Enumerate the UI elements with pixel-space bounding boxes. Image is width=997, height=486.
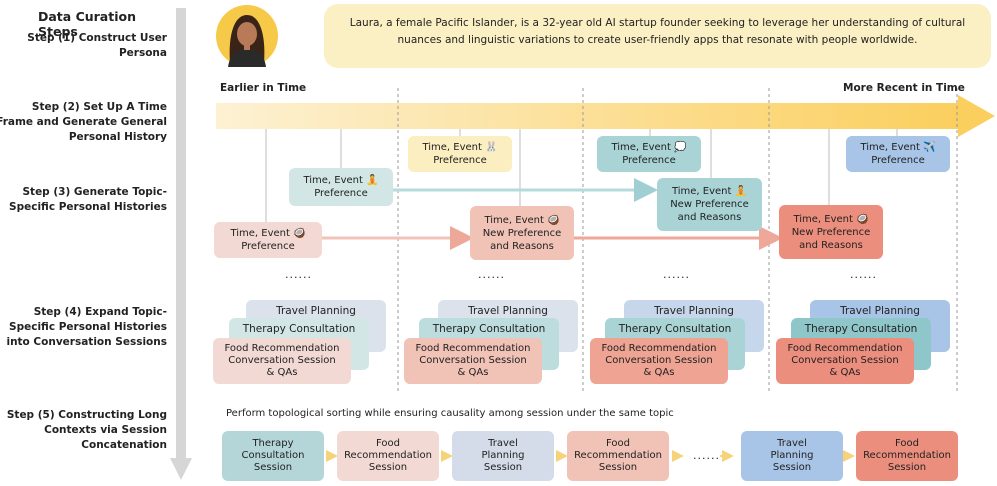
step-3-label: Step (3) Generate Topic-Specific Persona… — [9, 186, 167, 213]
timeline-arrow-head — [958, 95, 995, 137]
step-4-label: Step (4) Expand Topic-Specific Personal … — [6, 306, 167, 348]
airplane-icon: ✈️ — [923, 142, 936, 153]
timeline-right-label: More Recent in Time — [843, 82, 965, 94]
rabbit-icon: 🐰 — [485, 142, 498, 153]
persona-text: Laura, a female Pacific Islander, is a 3… — [349, 17, 966, 46]
event-box: Time, Event 💭Preference — [597, 136, 701, 172]
step-5-label: Step (5) Constructing Long Contexts via … — [6, 409, 167, 451]
step-arrow-head — [170, 458, 192, 480]
step-1-label: Step (1) Construct User Persona — [27, 32, 167, 59]
ellipsis: ...... — [693, 449, 720, 462]
timeline-left-label: Earlier in Time — [220, 82, 307, 94]
ellipsis: ...... — [850, 268, 877, 281]
meditation-icon: 🧘 — [366, 175, 379, 186]
persona-avatar — [216, 5, 278, 67]
event-connectors — [265, 129, 898, 222]
ellipsis: ...... — [478, 268, 505, 281]
sorting-note: Perform topological sorting while ensuri… — [226, 408, 674, 419]
step-2-label: Step (2) Set Up A Time Frame and Generat… — [0, 101, 167, 143]
coconut-icon: 🥥 — [856, 213, 869, 225]
coconut-icon: 🥥 — [547, 214, 560, 226]
thought-bubble-icon: 💭 — [674, 142, 687, 153]
event-box: Time, Event ✈️Preference — [846, 136, 950, 172]
diagram-title: Data Curation Steps — [38, 9, 136, 39]
event-box: Time, Event 🐰Preference — [408, 136, 512, 172]
ellipsis: ...... — [663, 268, 690, 281]
step-arrow-shaft — [176, 8, 186, 463]
meditation-icon: 🧘 — [734, 186, 748, 197]
event-box: Time, Event 🧘Preference — [289, 168, 393, 206]
timeline-bar — [216, 103, 961, 129]
ellipsis: ...... — [285, 268, 312, 281]
event-box: Time, Event 🥥Preference — [214, 222, 322, 258]
persona-description: Laura, a female Pacific Islander, is a 3… — [324, 4, 991, 68]
coconut-icon: 🥥 — [293, 228, 306, 239]
